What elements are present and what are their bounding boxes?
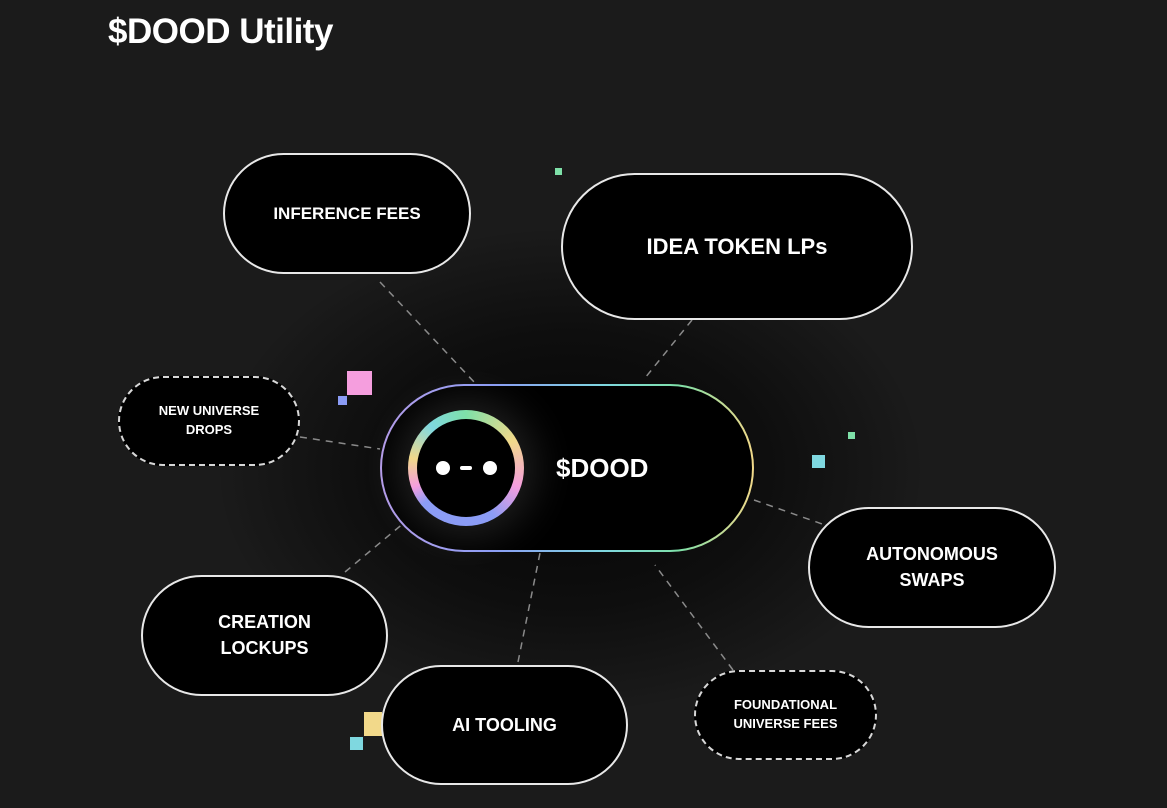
decor-square-cyan	[350, 737, 363, 750]
node-inference-fees: INFERENCE FEES	[223, 153, 471, 274]
node-label: IDEA TOKEN LPs	[646, 233, 828, 259]
node-ai-tooling: AI TOOLING	[381, 665, 628, 785]
node-autonomous-swaps: AUTONOMOUS SWAPS	[808, 507, 1056, 628]
connector-autonomous-swaps	[753, 499, 826, 526]
dood-face-icon	[408, 410, 524, 526]
node-label: FOUNDATIONAL UNIVERSE FEES	[733, 697, 838, 731]
node-label: CREATION LOCKUPS	[218, 612, 311, 658]
node-creation-lockups: CREATION LOCKUPS	[141, 575, 388, 696]
node-foundational-universe-fees: FOUNDATIONAL UNIVERSE FEES	[694, 670, 877, 760]
page-title: $DOOD Utility	[108, 12, 333, 51]
decor-square-yellow	[364, 712, 382, 736]
connector-foundational-fees	[654, 564, 734, 671]
decor-square-green	[555, 168, 562, 175]
decor-square-blue	[338, 396, 347, 405]
node-label: AI TOOLING	[452, 714, 557, 735]
node-new-universe-drops: NEW UNIVERSE DROPS	[118, 376, 300, 466]
center-label: $DOOD	[556, 452, 649, 483]
connector-ai-tooling	[517, 552, 541, 663]
node-label: INFERENCE FEES	[273, 203, 421, 223]
decor-square-pink	[347, 371, 372, 395]
node-label: AUTONOMOUS SWAPS	[866, 544, 998, 590]
decor-square-green	[848, 432, 855, 439]
connector-creation-lockups	[344, 521, 406, 573]
decor-square-cyan	[812, 455, 825, 468]
connector-idea-token-lps	[644, 319, 693, 379]
node-label: NEW UNIVERSE DROPS	[158, 403, 260, 437]
connector-inference-fees	[379, 281, 476, 384]
center-node-dood: $DOOD	[380, 384, 754, 552]
node-idea-token-lps: IDEA TOKEN LPs	[561, 173, 913, 320]
connector-new-universe-drops	[299, 436, 381, 450]
